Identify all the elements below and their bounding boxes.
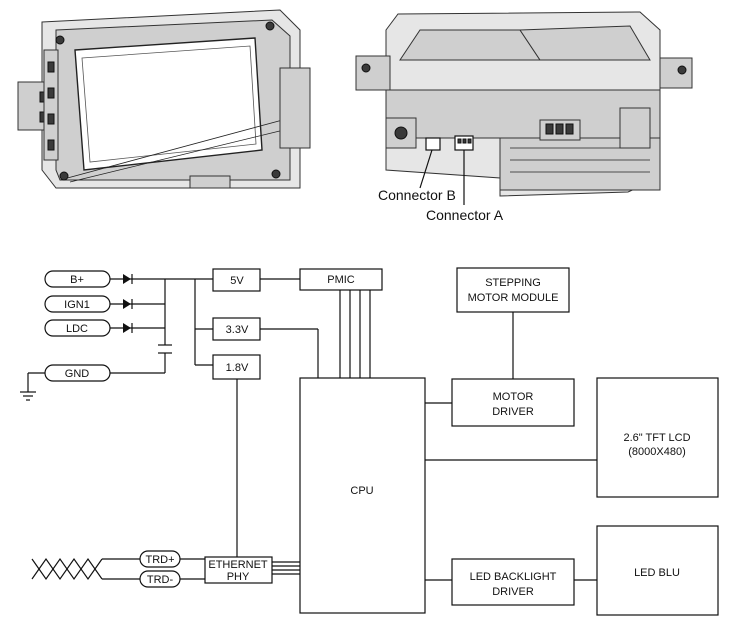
svg-text:MOTOR MODULE: MOTOR MODULE xyxy=(468,292,559,304)
svg-text:2.6" TFT LCD: 2.6" TFT LCD xyxy=(623,432,690,444)
svg-text:DRIVER: DRIVER xyxy=(492,406,534,418)
tft-lcd-block: 2.6" TFT LCD (8000X480) xyxy=(596,377,719,498)
diode-icon xyxy=(123,299,133,309)
svg-text:DRIVER: DRIVER xyxy=(492,586,534,598)
input-terminal-gnd: GND xyxy=(44,364,111,382)
motor-driver-block: MOTOR DRIVER xyxy=(451,378,575,427)
regulator-5v-block: 5V xyxy=(212,268,261,292)
connector-b-label: Connector B xyxy=(378,187,456,203)
cpu-block: CPU xyxy=(299,377,426,614)
svg-text:(8000X480): (8000X480) xyxy=(628,446,686,458)
connector-a-label: Connector A xyxy=(426,207,504,223)
svg-text:MOTOR: MOTOR xyxy=(493,391,534,403)
svg-text:TRD+: TRD+ xyxy=(145,554,174,566)
svg-text:LED BLU: LED BLU xyxy=(634,567,680,579)
pmic-block: PMIC xyxy=(299,268,383,291)
trd-plus-terminal: TRD+ xyxy=(139,550,181,568)
svg-text:GND: GND xyxy=(65,368,90,380)
input-terminal-ign1: IGN1 xyxy=(44,295,111,313)
input-terminal-ldc: LDC xyxy=(44,319,111,337)
diode-icon xyxy=(123,323,133,333)
regulator-3v3-block: 3.3V xyxy=(212,317,261,341)
cluster-front-illustration xyxy=(17,9,311,189)
svg-text:ETHERNET: ETHERNET xyxy=(208,559,268,571)
svg-text:IGN1: IGN1 xyxy=(64,299,90,311)
cluster-rear-illustration xyxy=(355,11,693,205)
led-backlight-driver-block: LED BACKLIGHT DRIVER xyxy=(451,558,575,606)
svg-text:STEPPING: STEPPING xyxy=(485,277,541,289)
svg-text:3.3V: 3.3V xyxy=(226,324,249,336)
connector-b-graphic xyxy=(425,137,441,151)
input-terminal-b-plus: B+ xyxy=(44,270,111,288)
svg-text:LDC: LDC xyxy=(66,323,88,335)
svg-text:1.8V: 1.8V xyxy=(226,362,249,374)
trd-minus-terminal: TRD- xyxy=(139,570,181,588)
svg-text:B+: B+ xyxy=(70,274,84,286)
diagram-wires xyxy=(20,278,597,581)
diode-icon xyxy=(123,274,133,284)
svg-text:PHY: PHY xyxy=(227,571,250,583)
svg-text:5V: 5V xyxy=(230,275,244,287)
ethernet-phy-block: ETHERNET PHY xyxy=(204,556,273,584)
svg-text:CPU: CPU xyxy=(350,485,373,497)
stepping-motor-module-block: STEPPING MOTOR MODULE xyxy=(456,267,570,313)
svg-text:TRD-: TRD- xyxy=(147,574,174,586)
svg-text:PMIC: PMIC xyxy=(327,274,355,286)
regulator-1v8-block: 1.8V xyxy=(212,354,261,380)
svg-text:LED BACKLIGHT: LED BACKLIGHT xyxy=(470,571,557,583)
led-blu-block: LED BLU xyxy=(596,525,719,616)
